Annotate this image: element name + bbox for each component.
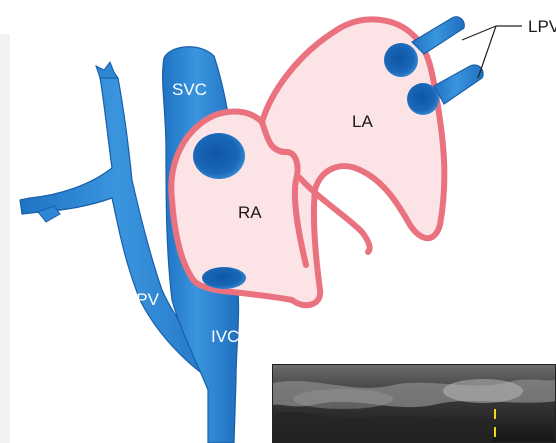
label-ivc: IVC [211, 327, 239, 346]
label-svc: SVC [172, 80, 207, 99]
lpv-upper-ostium [384, 43, 418, 77]
label-lpv: LPV [528, 17, 556, 36]
ivc-ostium [202, 267, 246, 289]
svc-ostium [193, 133, 245, 179]
ultrasound-inset [272, 364, 556, 443]
lpv-lower-ostium [407, 83, 439, 115]
label-la: LA [352, 112, 373, 131]
ultrasound-image [273, 365, 556, 443]
label-ra: RA [238, 203, 262, 222]
label-rpv: RPV [124, 290, 160, 309]
